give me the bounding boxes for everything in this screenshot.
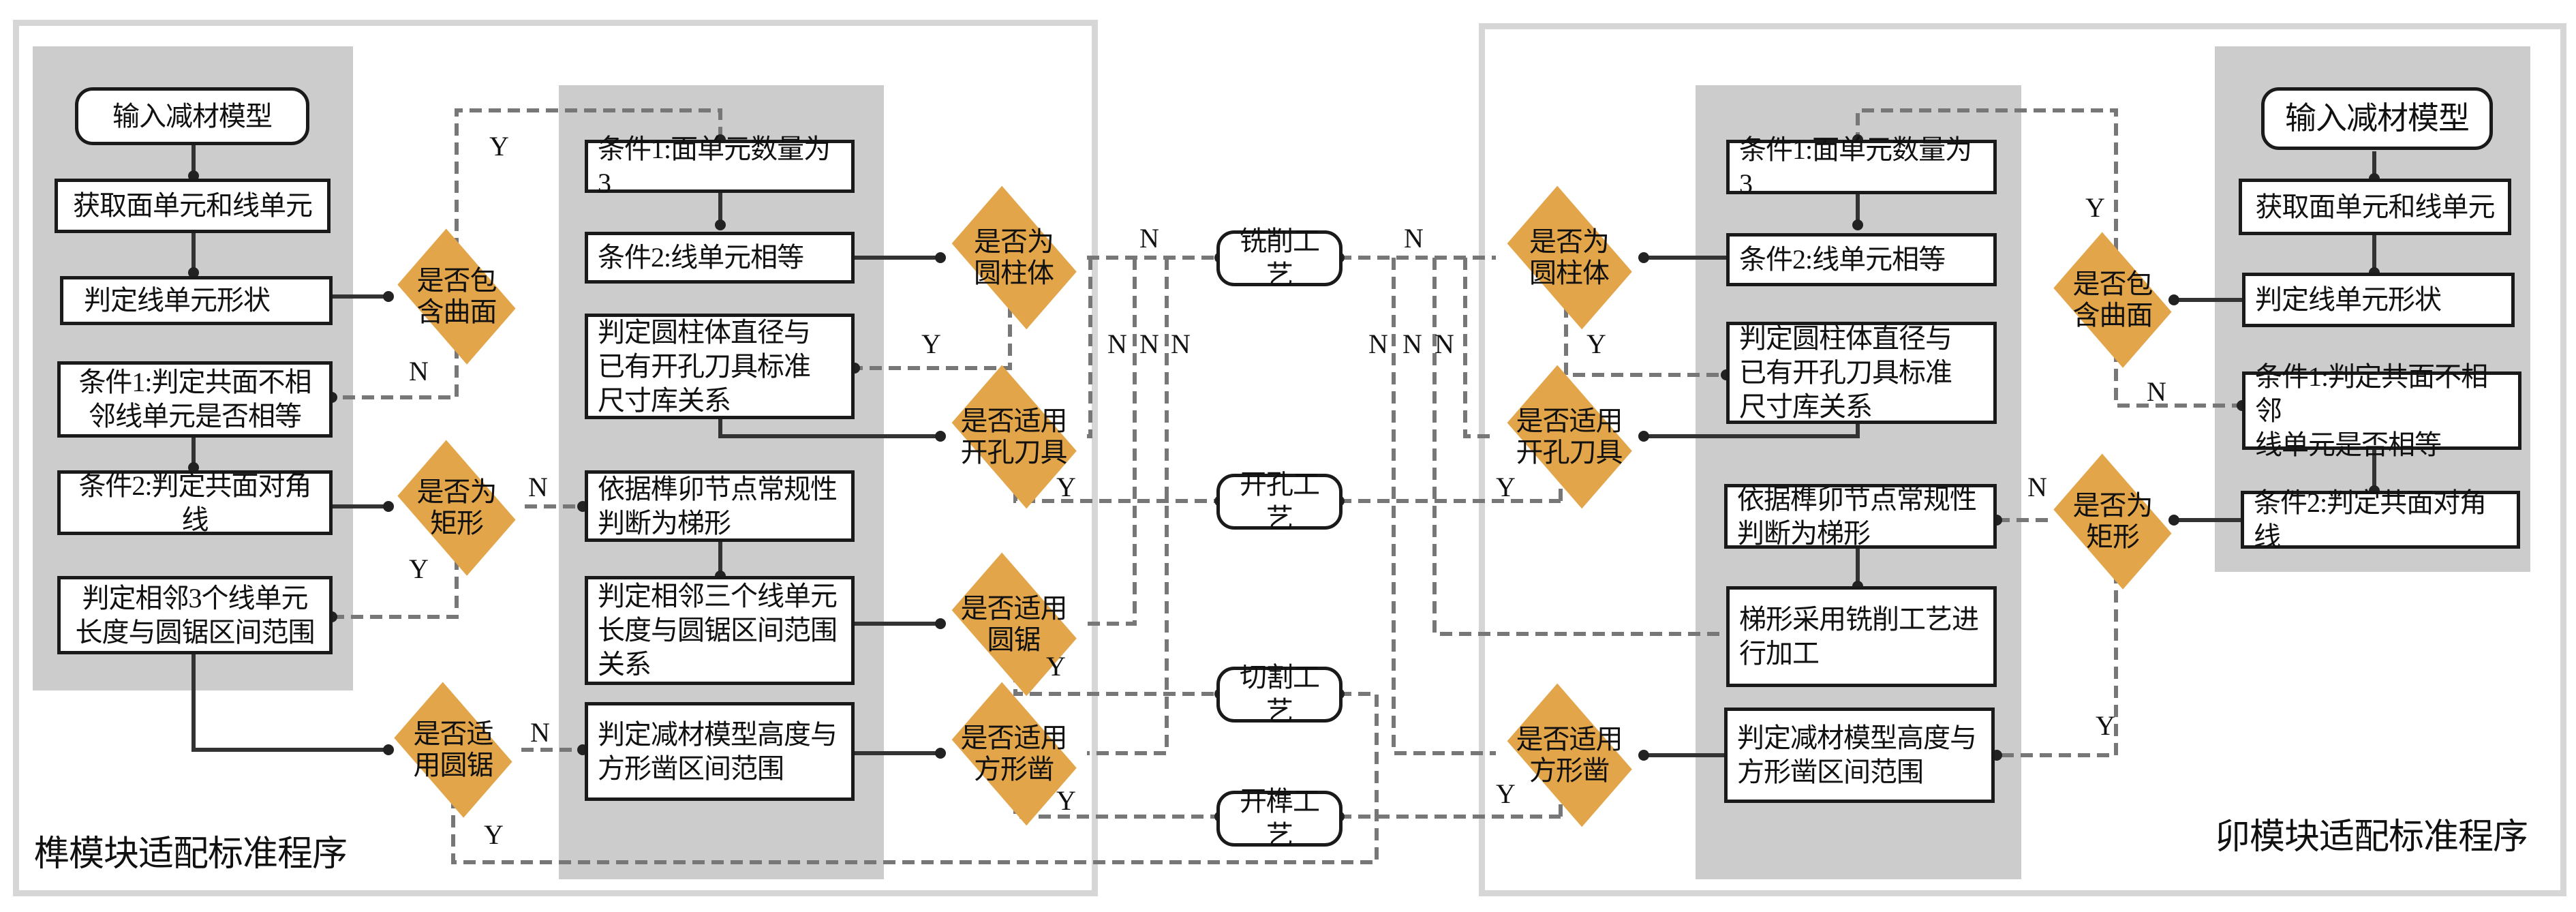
- tenon-saw-decision-b-text: 是否适用 圆锯: [960, 592, 1068, 655]
- tenon-module-title: 榫模块适配标准程序: [34, 835, 348, 874]
- tenon-judge-shape-node: 判定线单元形状: [60, 276, 333, 325]
- mortise-cond2-diagonal-node: 条件2:判定共面对角线: [2241, 487, 2520, 552]
- tenoning-process-node: 开榫工艺: [1216, 786, 1343, 851]
- solid-connectors: [191, 145, 2376, 757]
- mortise-cond1-adjacent-node: 条件1:判定共面不相邻 线单元是否相等: [2242, 361, 2521, 460]
- mortise-chisel-decision: 是否适用 方形凿: [1496, 705, 1642, 804]
- label-y: Y: [1056, 472, 1076, 502]
- mortise-hole-tool-decision-text: 是否适用 开孔刀具: [1516, 405, 1623, 468]
- mortise-rect-decision: 是否为 矩形: [2044, 474, 2181, 569]
- label-y: Y: [484, 819, 504, 850]
- mortise-rect-decision-text: 是否为 矩形: [2072, 490, 2153, 552]
- mortise-module-frame: [1479, 23, 2566, 896]
- label-n: N: [1368, 329, 1388, 359]
- mortise-judge-cylinder-node: 判定圆柱体直径与 已有开孔刀具标准 尺寸库关系: [1726, 322, 1997, 424]
- tenon-get-units-node: 获取面单元和线单元: [55, 179, 331, 233]
- label-n: N: [528, 472, 548, 502]
- tenon-saw-decision-a-text: 是否适 用圆锯: [413, 718, 494, 780]
- tenon-cond2-diagonal-node: 条件2:判定共面对角线: [57, 470, 333, 535]
- tenon-saw-decision-a: 是否适 用圆锯: [385, 702, 521, 797]
- label-y: Y: [489, 131, 509, 162]
- label-n: N: [1404, 223, 1424, 254]
- label-n: N: [2027, 472, 2047, 502]
- label-n: N: [2147, 376, 2166, 407]
- mortise-get-units-node: 获取面单元和线单元: [2239, 179, 2511, 235]
- tenon-cond1-adjacent-node: 条件1:判定共面不相 邻线单元是否相等: [57, 361, 333, 438]
- label-n: N: [1435, 329, 1454, 359]
- label-n: N: [1139, 329, 1159, 359]
- tenon-chisel-decision-text: 是否适用 方形凿: [960, 722, 1068, 785]
- mortise-judge-height-node: 判定减材模型高度与 方形凿区间范围: [1724, 708, 1995, 803]
- label-n: N: [409, 356, 429, 386]
- mortise-chisel-decision-text: 是否适用 方形凿: [1516, 723, 1623, 786]
- label-y: Y: [921, 329, 941, 359]
- tenon-rect-decision-text: 是否为 矩形: [416, 476, 497, 538]
- tenon-cylinder-decision: 是否为 圆柱体: [940, 208, 1087, 307]
- tenon-cond2-lines-equal-node: 条件2:线单元相等: [585, 232, 855, 284]
- tenon-cylinder-decision-text: 是否为 圆柱体: [974, 226, 1054, 288]
- mortise-cylinder-decision-text: 是否为 圆柱体: [1529, 226, 1610, 288]
- label-y: Y: [1496, 472, 1516, 502]
- label-y: Y: [2096, 710, 2115, 741]
- mortise-judge-shape-node: 判定线单元形状: [2242, 273, 2515, 327]
- tenon-cond1-face-count-node: 条件1:面单元数量为3: [585, 134, 855, 198]
- tenon-hole-tool-decision: 是否适用 开孔刀具: [940, 387, 1087, 486]
- tenon-curved-decision: 是否包 含曲面: [388, 249, 525, 344]
- tenon-input-node: 输入减材模型: [75, 87, 309, 145]
- mortise-module-title: 卯模块适配标准程序: [2215, 818, 2528, 857]
- tenon-judge-height-node: 判定减材模型高度与 方形凿区间范围: [585, 702, 855, 801]
- mortise-trapezoid-milling-node: 梯形采用铣削工艺进 行加工: [1726, 586, 1997, 687]
- label-y: Y: [409, 553, 429, 584]
- label-y: Y: [1586, 329, 1606, 359]
- cutting-process-node: 切割工艺: [1216, 662, 1343, 727]
- mortise-curved-decision: 是否包 含曲面: [2044, 252, 2181, 348]
- label-y: Y: [1496, 778, 1516, 809]
- mortise-cond1-face-count-node: 条件1:面单元数量为3: [1726, 134, 1997, 199]
- mortise-hole-tool-decision: 是否适用 开孔刀具: [1496, 387, 1642, 486]
- tenon-module-frame: [13, 20, 1098, 896]
- label-n: N: [1171, 329, 1191, 359]
- tenon-saw-decision-b: 是否适用 圆锯: [940, 575, 1087, 673]
- label-y: Y: [1056, 785, 1076, 816]
- label-y: Y: [2085, 192, 2105, 223]
- label-y: Y: [1046, 651, 1066, 682]
- label-n: N: [530, 717, 550, 748]
- dashed-connectors: [332, 108, 2242, 864]
- mortise-input-node: 输入减材模型: [2261, 87, 2493, 150]
- tenon-judge-3lines-node: 判定相邻3个线单元 长度与圆锯区间范围: [57, 576, 333, 654]
- tenon-hole-tool-decision-text: 是否适用 开孔刀具: [960, 405, 1068, 468]
- mortise-curved-decision-text: 是否包 含曲面: [2072, 269, 2153, 331]
- label-n: N: [1139, 223, 1159, 254]
- label-n: N: [1402, 329, 1422, 359]
- tenon-judge-cylinder-node: 判定圆柱体直径与 已有开孔刀具标准 尺寸库关系: [585, 314, 855, 419]
- label-n: N: [1107, 329, 1127, 359]
- mortise-cylinder-decision: 是否为 圆柱体: [1496, 208, 1642, 307]
- tenon-chisel-decision: 是否适用 方形凿: [940, 704, 1087, 803]
- mortise-trapezoid-node: 依据榫卯节点常规性 判断为梯形: [1724, 484, 1997, 549]
- tenon-rect-decision: 是否为 矩形: [388, 460, 525, 556]
- drilling-process-node: 开孔工艺: [1216, 469, 1343, 534]
- tenon-trapezoid-node: 依据榫卯节点常规性 判断为梯形: [585, 470, 855, 542]
- milling-process-node: 铣削工艺: [1216, 226, 1343, 290]
- tenon-curved-decision-text: 是否包 含曲面: [416, 265, 497, 327]
- tenon-judge-3lines-saw-node: 判定相邻三个线单元 长度与圆锯区间范围 关系: [585, 576, 855, 685]
- mortise-cond2-lines-equal-node: 条件2:线单元相等: [1726, 233, 1997, 286]
